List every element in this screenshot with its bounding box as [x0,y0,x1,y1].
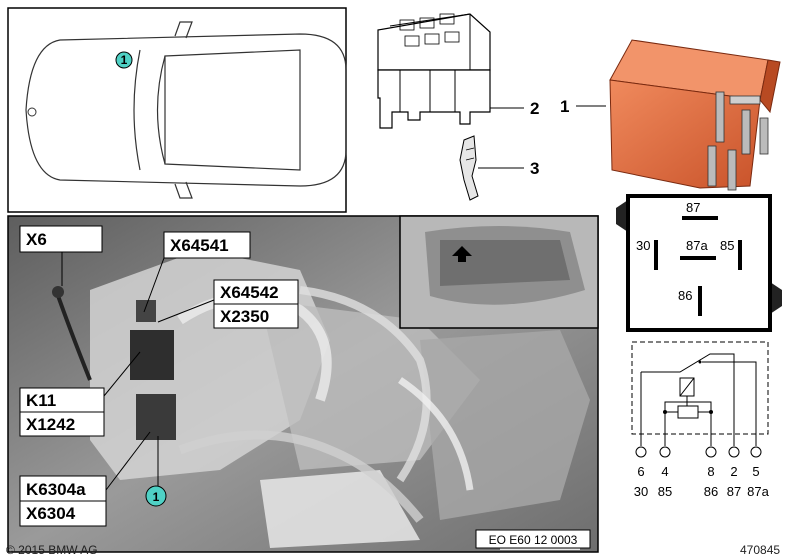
up-arrow-icon [452,246,472,262]
terminal-85: 85 [720,238,734,253]
car-top-view: 1 [7,7,347,213]
connector-labels: X6 X64541 X64542 X2350 K11 X1242 K6304a … [19,225,591,549]
pin-number-1: 6 [637,464,644,479]
label-x6304: X6304 [26,504,76,523]
terminal-87: 87 [686,200,700,215]
connector-housing: 2 [377,13,539,129]
part-label-3: 3 [530,159,539,178]
part-label-2: 2 [530,99,539,118]
callout-number-top: 1 [121,53,128,67]
terminal-86: 86 [678,288,692,303]
label-x64542: X64542 [220,283,279,302]
label-k6304a: K6304a [26,480,86,499]
photo-code: EO E60 12 0003 [489,533,578,547]
pin-number-3: 8 [707,464,714,479]
relay-part: 1 [560,39,781,191]
label-k11: K11 [26,391,56,410]
label-x2350: X2350 [220,307,269,326]
terminal-87a: 87a [686,238,708,253]
callout-number-photo: 1 [153,490,160,504]
pin-terminal-4: 87 [727,484,741,499]
pin-terminal-1: 30 [634,484,648,499]
callout-badge-top [115,51,133,69]
relay-terminal-face: 87 30 87a 85 86 [616,194,782,332]
relay-schematic: 6 4 8 2 5 30 85 86 87 87a [631,341,770,499]
inset-car-photo [399,215,599,329]
engine-bay-photo: X6 X64541 X64542 X2350 K11 X1242 K6304a … [7,215,599,553]
label-x6: X6 [26,230,47,249]
terminal-pin: 3 [459,135,539,201]
pin-terminal-2: 85 [658,484,672,499]
terminal-30: 30 [636,238,650,253]
label-x1242: X1242 [26,415,75,434]
copyright: © 2015 BMW AG [6,543,98,557]
pin-terminal-3: 86 [704,484,718,499]
callout-badge-photo [145,485,167,507]
label-x64541: X64541 [170,236,229,255]
part-label-1: 1 [560,97,569,116]
pin-number-2: 4 [661,464,668,479]
figure-id: 470845 [740,543,780,557]
pin-terminal-5: 87a [747,484,769,499]
pin-number-5: 5 [752,464,759,479]
pin-number-4: 2 [730,464,737,479]
